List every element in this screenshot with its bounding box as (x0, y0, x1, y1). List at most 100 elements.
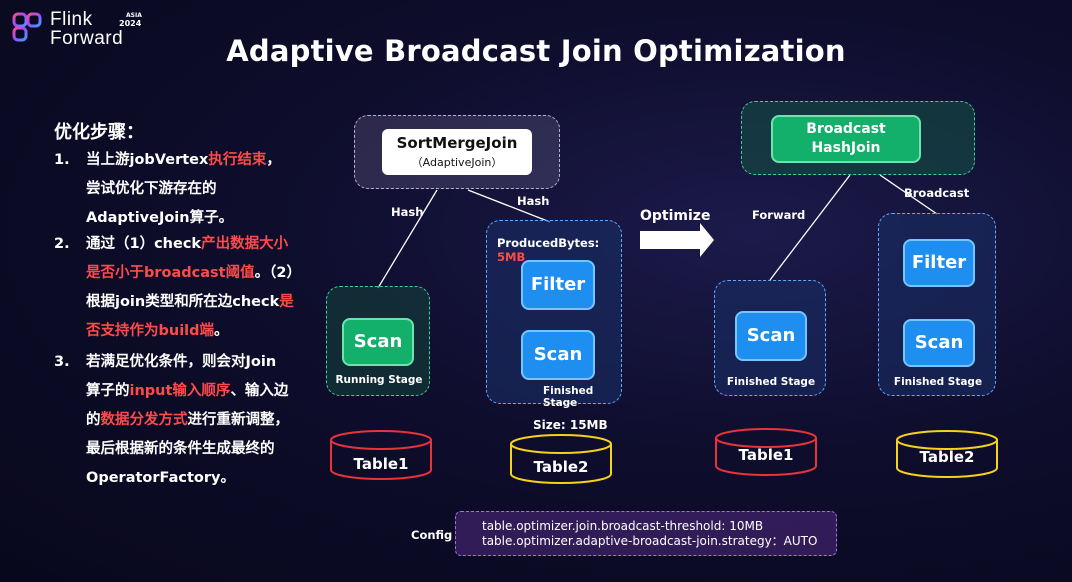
step-segment: ， (266, 152, 281, 168)
edge-after-left (769, 174, 851, 281)
step-segment: 算子的 (86, 383, 130, 399)
optimize-arrow-icon (640, 223, 714, 257)
step-item: 1. 当上游jobVertex执行结束， 尝试优化下游存在的 AdaptiveJoin… (54, 148, 314, 235)
table1-label: Table1 (353, 455, 409, 473)
config-line1: table.optimizer.join.broadcast-threshold… (482, 519, 764, 533)
scan-operator: Scan (342, 318, 414, 366)
step-segment: AdaptiveJoin算子。 (86, 210, 234, 226)
step-line: 的数据分发方式进行重新调整， (86, 408, 326, 437)
config-box: table.optimizer.join.broadcast-threshold… (455, 511, 837, 556)
flink-logo-icon (12, 12, 42, 42)
logo-year: 2024 (119, 19, 142, 28)
cylinder-before-table1 (330, 430, 432, 480)
highlight-text: 数据分发方式 (100, 412, 188, 428)
step-segment: 尝试优化下游存在的 (86, 181, 217, 197)
stage-label: Finished Stage (893, 376, 983, 388)
produced-bytes-value: 5MB (497, 250, 526, 264)
logo-region: ASIA (126, 12, 142, 19)
produced-bytes: ProducedBytes: 5MB (497, 236, 621, 264)
step-item: 3. 若满足优化条件，则会对Join 算子的input输入顺序、输入边的数据分发方式… (54, 350, 314, 495)
filter-operator: Filter (903, 239, 975, 287)
step-number: 2. (54, 236, 70, 252)
scan-operator: Scan (903, 319, 975, 367)
step-text: 通过（1）check产出数据大小是否小于broadcast阈值。（2）根据joi… (86, 232, 326, 348)
join-subtitle: （AdaptiveJoin） (411, 156, 503, 169)
highlight-text: 否支持作为build端 (86, 323, 215, 339)
edge-label-hash-right: Hash (517, 194, 550, 208)
step-segment: 通过（1）check (86, 236, 202, 252)
edge-after-right (879, 174, 938, 215)
step-line: 当上游jobVertex执行结束， (86, 148, 326, 177)
highlight-text: 执行结束 (208, 152, 267, 168)
step-text: 当上游jobVertex执行结束， 尝试优化下游存在的 AdaptiveJoin算子… (86, 148, 326, 235)
highlight-text: 产出数据大小 (201, 236, 289, 252)
edge-before-left (377, 189, 438, 289)
step-segment: 的 (86, 412, 101, 428)
before-join-container: SortMergeJoin （AdaptiveJoin） (354, 115, 560, 189)
scan-operator: Scan (521, 330, 595, 380)
slide-title: Adaptive Broadcast Join Optimization (226, 34, 846, 68)
step-item: 2. 通过（1）check产出数据大小是否小于broadcast阈值。（2） 根据j… (54, 232, 314, 348)
edge-label-forward: Forward (752, 208, 806, 222)
cylinder-before-table2 (510, 434, 612, 484)
step-number: 3. (54, 354, 70, 370)
finished-stage-box: Filter Scan Finished Stage (878, 213, 996, 396)
step-line: 算子的input输入顺序、输入边 (86, 379, 326, 408)
produced-bytes-label: ProducedBytes: (497, 236, 600, 250)
stage-label: Finished Stage (543, 385, 594, 409)
step-line: 最后根据新的条件生成最终的 (86, 437, 326, 466)
step-segment: OperatorFactory。 (86, 470, 235, 486)
flink-forward-logo: Flink Forward ASIA 2024 (12, 10, 142, 50)
highlight-text: input输入顺序 (129, 383, 231, 399)
join-line1: Broadcast (806, 121, 886, 137)
highlight-text: 是否小于broadcast阈值 (86, 265, 255, 281)
edge-before-right (467, 189, 551, 223)
cylinder-after-table1 (715, 428, 817, 476)
scan-operator: Scan (735, 311, 807, 361)
join-line2: HashJoin (811, 140, 881, 156)
cylinder-after-table2 (896, 430, 998, 478)
steps-heading: 优化步骤： (54, 122, 144, 143)
sort-merge-join-node: SortMergeJoin （AdaptiveJoin） (382, 129, 532, 175)
edge-label-hash-left: Hash (391, 205, 424, 219)
logo-line2: Forward (50, 28, 124, 49)
join-title: SortMergeJoin (396, 134, 518, 152)
step-line: 是否小于broadcast阈值。（2） (86, 261, 326, 290)
config-label: Config (411, 528, 453, 542)
step-segment: 最后根据新的条件生成最终的 (86, 441, 275, 457)
finished-stage-box: Scan Finished Stage (714, 280, 826, 396)
step-segment: 。（2） (254, 265, 301, 281)
step-line: 若满足优化条件，则会对Join (86, 350, 326, 379)
after-join-container: Broadcast HashJoin (741, 101, 975, 175)
step-segment: 进行重新调整， (187, 412, 290, 428)
step-segment: 根据join类型和所在边check (86, 294, 280, 310)
step-segment: 当上游jobVertex (86, 152, 209, 168)
step-line: 根据join类型和所在边check是 (86, 290, 326, 319)
stage-label: Finished Stage (726, 376, 816, 388)
broadcast-hash-join-node: Broadcast HashJoin (771, 115, 921, 163)
step-line: AdaptiveJoin算子。 (86, 206, 326, 235)
optimize-label: Optimize (640, 208, 711, 224)
table1-label: Table1 (738, 446, 794, 464)
step-line: OperatorFactory。 (86, 466, 326, 495)
step-segment: 。 (214, 323, 229, 339)
step-line: 尝试优化下游存在的 (86, 177, 326, 206)
running-stage-box: Scan Running Stage (326, 286, 430, 396)
step-line: 否支持作为build端。 (86, 319, 326, 348)
step-segment: 若满足优化条件，则会对Join (86, 354, 277, 370)
logo-line1: Flink (50, 9, 93, 30)
table2-label: Table2 (919, 448, 975, 466)
table2-label: Table2 (533, 458, 589, 476)
filter-operator: Filter (521, 260, 595, 310)
step-number: 1. (54, 152, 70, 168)
step-line: 通过（1）check产出数据大小 (86, 232, 326, 261)
step-segment: 、输入边 (230, 383, 289, 399)
config-line2: table.optimizer.adaptive-broadcast-join.… (482, 534, 818, 548)
stage-label: Running Stage (335, 374, 423, 386)
size-label: Size: 15MB (533, 418, 608, 432)
highlight-text: 是 (279, 294, 294, 310)
edge-label-broadcast: Broadcast (904, 186, 970, 200)
finished-stage-box: ProducedBytes: 5MB Filter Scan Finished … (486, 220, 622, 409)
